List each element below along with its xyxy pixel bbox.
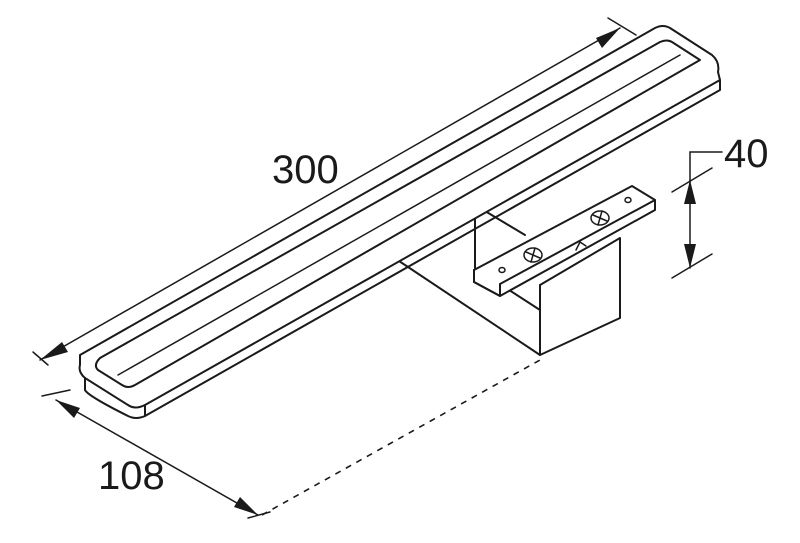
dimension-label-height: 40	[724, 132, 769, 176]
arrowhead-icon	[684, 244, 696, 268]
mounting-hole	[498, 266, 506, 274]
mounting-hole	[624, 196, 632, 204]
light-bar-front	[84, 79, 721, 419]
dimension-label-depth: 108	[98, 454, 165, 498]
arrowhead-icon	[684, 180, 696, 204]
mounting-plate-front-edge	[499, 199, 656, 285]
dimension-length	[32, 17, 637, 366]
screw-icon	[590, 210, 610, 226]
leader-line	[689, 151, 723, 181]
dimension-line-depth	[55, 399, 259, 516]
dimension-label-length: 300	[272, 148, 339, 192]
mounting-plate	[473, 185, 656, 297]
screw-icon	[523, 247, 543, 263]
light-bar-groove	[94, 39, 701, 388]
arrowhead-icon	[234, 497, 258, 515]
arrowhead-icon	[596, 28, 620, 48]
dimension-depth	[41, 389, 271, 519]
dimension-line-length	[39, 27, 621, 361]
arrowhead-icon	[56, 400, 80, 418]
arrowhead-icon	[40, 342, 68, 360]
light-bar	[78, 25, 721, 419]
dimension-height	[671, 151, 723, 279]
mounting-slot	[575, 240, 587, 251]
mounting-plate-edge	[473, 269, 501, 297]
light-bar-groove-inner	[117, 54, 681, 376]
hidden-line	[261, 359, 541, 516]
